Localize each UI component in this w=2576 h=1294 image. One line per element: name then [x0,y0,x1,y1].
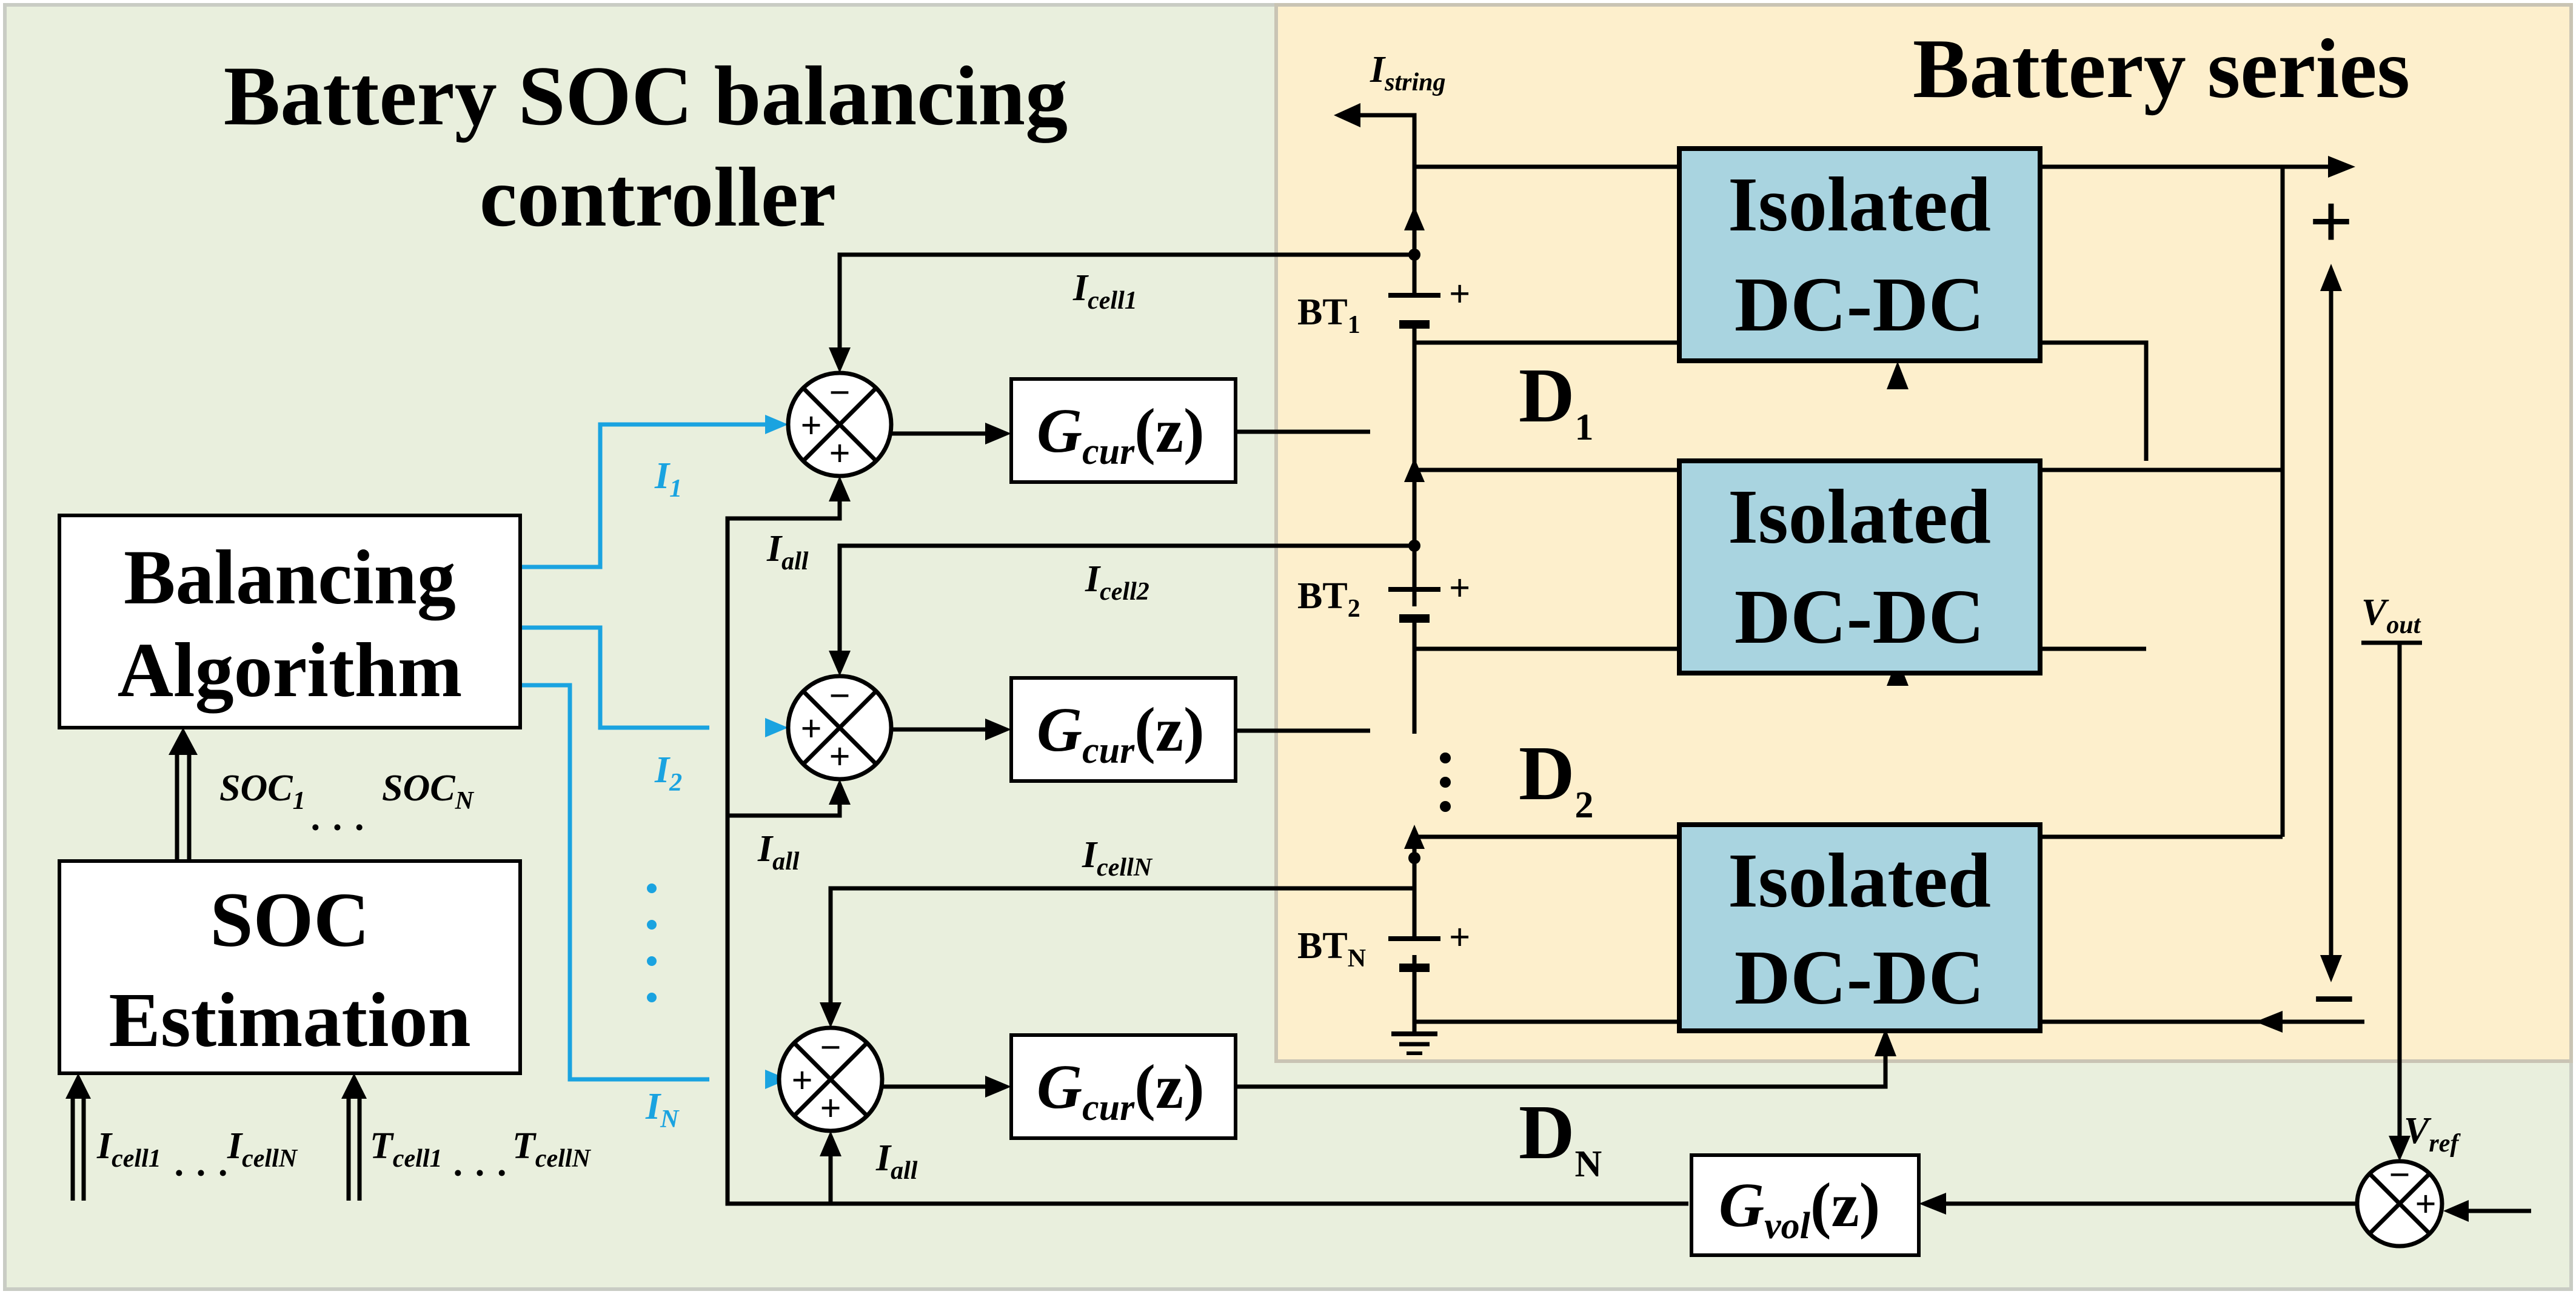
i-all-distribution [725,476,1688,1206]
svg-text:−: − [829,675,850,717]
icell1-label: Icell1 [1072,267,1137,315]
junction-signs: − + + − + + − + + [791,372,850,1129]
svg-text:+: + [2415,1184,2436,1225]
controller-title-line2: controller [480,150,836,244]
balancing-label-1: Balancing [124,534,456,620]
svg-text:+: + [820,1088,841,1129]
svg-text:−: − [2389,1155,2410,1196]
svg-text:+: + [791,1060,812,1101]
ref-iN-label: IN [645,1086,680,1133]
sum-junction-n [777,1025,885,1133]
btN-label: BTN [1297,925,1366,973]
soc-to-balancing-arrow [169,728,198,861]
gcur-block-2: Gcur(z) [1009,676,1237,783]
svg-text:Isolated: Isolated [1728,837,1991,924]
dcdc-converter-n: Isolated DC-DC [1677,822,2042,1033]
voltage-sum-junction: − + [2355,1155,2444,1249]
input-tcellN-label: TcellN [512,1125,591,1173]
svg-text:+: + [800,708,821,749]
socN-label: SOCN [382,768,475,815]
svg-text:DC-DC: DC-DC [1735,261,1984,347]
junction-to-gcur-arrows [882,423,1011,1098]
svg-text:+: + [1449,568,1470,609]
dcdc-converter-2: Isolated DC-DC [1677,458,2042,675]
battery-cell-1: + [1388,273,1470,329]
svg-text:Gvol(z): Gvol(z) [1719,1170,1880,1247]
battery-cell-n: + [1388,917,1470,972]
svg-text:−: − [820,1027,841,1068]
svg-text:+: + [1449,273,1470,315]
soc-label-2: Estimation [109,977,470,1063]
svg-text:Isolated: Isolated [1728,161,1991,247]
svg-text:Gcur(z): Gcur(z) [1037,1052,1205,1128]
soc-label-1: SOC [210,877,369,963]
reference-current-wires [520,415,788,1089]
vout-plus: + [2309,178,2354,264]
iall-label-n: Iall [875,1138,918,1185]
input-dots-current: · · · [173,1153,229,1194]
svg-text:DC-DC: DC-DC [1735,934,1984,1021]
ref-i1-label: I1 [654,455,682,503]
vout-label: Vout [2361,592,2421,639]
svg-text:+: + [829,736,850,777]
converter-input-wires [1414,164,1679,1024]
dcdc-converter-1: Isolated DC-DC [1677,146,2042,363]
cell-current-feedback [820,252,1414,1028]
soc-dots: · · · [309,807,366,848]
gvol-block: Gvol(z) [1690,1153,1921,1257]
svg-text:Gcur(z): Gcur(z) [1037,396,1205,472]
icellN-label: IcellN [1082,834,1153,882]
battery-series-title: Battery series [1913,22,2410,116]
svg-text:+: + [829,433,850,474]
input-tcell1-label: Tcell1 [370,1125,443,1173]
dN-label: DN [1519,1089,1602,1185]
vout-measurement [2320,264,2422,1161]
svg-text:−: − [829,372,850,414]
ref-i2-label: I2 [654,749,682,797]
input-icellN-label: IcellN [227,1125,298,1173]
gcur-block-n: Gcur(z) [1009,1033,1237,1140]
soc1-label: SOC1 [219,768,306,815]
bt2-label: BT2 [1297,575,1360,623]
ground-symbol [1391,1031,1437,1055]
d1-label: D1 [1519,352,1593,448]
input-dots-temp: · · · [452,1153,508,1194]
ref-vertical-dots [647,883,657,1002]
controller-title-line1: Battery SOC balancing [224,49,1068,143]
battery-cell-2: + [1388,568,1470,623]
vsum-to-gvol-wire [1919,1193,2357,1215]
soc-estimation-block [58,859,522,1075]
svg-text:+: + [800,405,821,446]
svg-text:DC-DC: DC-DC [1735,574,1984,660]
svg-text:Gcur(z): Gcur(z) [1037,695,1205,771]
sum-junction-1 [786,370,894,478]
input-icell1-label: Icell1 [96,1125,161,1173]
balancing-algorithm-block [58,514,522,729]
i-string-label: Istring [1370,49,1446,96]
bt1-label: BT1 [1297,292,1360,339]
vref-input [2443,1200,2531,1222]
iall-label-1: Iall [766,528,809,575]
converter-output-bus [2040,156,2364,1033]
icell2-label: Icell2 [1085,558,1149,606]
gcur-block-1: Gcur(z) [1009,377,1237,484]
balancing-label-2: Algorithm [118,627,463,713]
iall-label-2: Iall [757,828,800,876]
vref-label: Vref [2404,1110,2461,1158]
d2-label: D2 [1519,730,1593,826]
svg-text:Isolated: Isolated [1728,474,1991,560]
soc-input-arrows [65,1073,367,1201]
svg-text:+: + [1449,917,1470,958]
battery-string-wire [1334,103,1451,1034]
vout-minus: − [2312,956,2357,1042]
